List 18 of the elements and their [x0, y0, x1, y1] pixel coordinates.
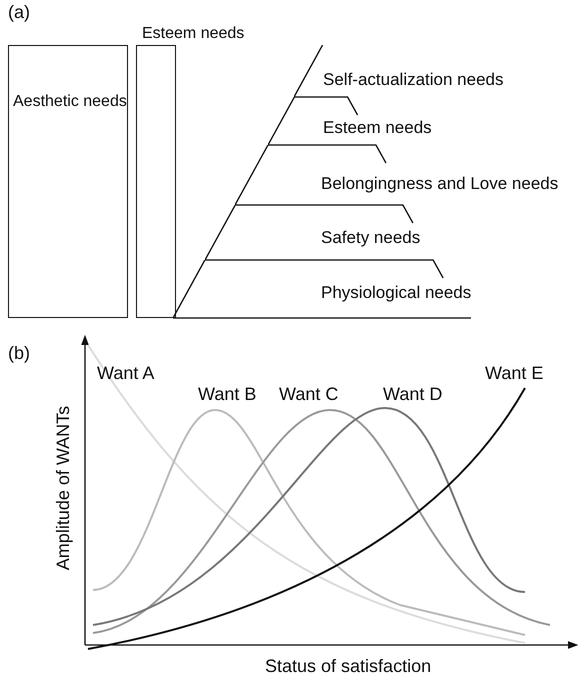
panel-label: (a)	[8, 2, 30, 22]
curve-label: Want C	[279, 384, 338, 404]
curve-label: Want B	[198, 384, 256, 404]
bar-label: Esteem needs	[142, 24, 244, 44]
axis-title: Status of satisfaction	[265, 656, 432, 676]
aesthetic-needs-bar	[8, 45, 128, 318]
bar-label: Aesthetic needs	[13, 92, 127, 112]
level-label: Esteem needs	[323, 118, 432, 138]
level-label: Belongingness and Love needs	[321, 174, 558, 194]
panel-label: (b)	[8, 343, 30, 363]
curve-label: Want A	[97, 363, 154, 383]
esteem-needs-bar	[136, 45, 176, 318]
curve-label: Want E	[485, 363, 544, 383]
level-label: Physiological needs	[321, 283, 472, 303]
curve-label: Want D	[383, 384, 442, 404]
level-label: Safety needs	[321, 228, 420, 248]
level-label: Self-actualization needs	[323, 70, 504, 90]
axis-title: Amplitude of WANTs	[53, 406, 73, 570]
